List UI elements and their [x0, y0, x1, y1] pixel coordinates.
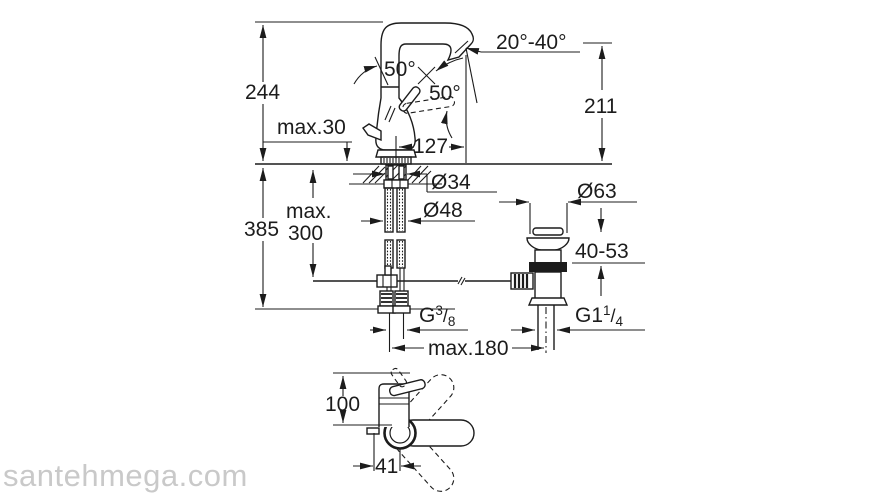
drain-gasket	[529, 262, 567, 272]
below-deck-label: 385	[244, 218, 279, 241]
lever-angle-label: 50°	[429, 82, 461, 105]
lever-top-view	[388, 379, 426, 397]
side-lever	[362, 123, 382, 142]
hose-length-label-1: max.	[286, 200, 332, 223]
hose-length-label-2: 300	[288, 222, 323, 245]
handle-angle-label: 50°	[384, 58, 416, 81]
angle-annotations: 50° 50° 20°-40°	[353, 31, 580, 139]
drain-dimensions: Ø63 40-53 G11/4	[499, 180, 645, 334]
watermark: santehmega.com	[3, 458, 248, 493]
clamping-range-label: 40-53	[575, 240, 629, 263]
hose-connectors	[377, 290, 411, 352]
top-view: 100 41	[325, 367, 475, 492]
hose-top-left	[387, 165, 394, 180]
hose-top-right	[398, 165, 405, 180]
mounting-hardware	[313, 164, 512, 352]
outlet-height-label: 211	[584, 95, 617, 118]
deck-hatching	[349, 165, 442, 185]
overall-height-label: 244	[245, 81, 280, 104]
spout-swivel-arc	[435, 57, 464, 72]
base-diameter-label: Ø48	[423, 199, 463, 222]
spout-tilt-label: 20°-40°	[496, 31, 567, 54]
lever-angle-arc	[440, 110, 453, 139]
front-dimensions: 244 max.30 385 max. 300 211 127 Ø34 Ø48	[244, 25, 617, 360]
lever-tip-dashed	[390, 367, 408, 388]
drain-plug-cap	[532, 227, 564, 236]
drain-flange	[526, 237, 570, 251]
lever-open-position-dashed	[402, 96, 456, 114]
lever-raised-position	[398, 86, 421, 112]
hose-thread-label: G3/8	[419, 303, 455, 329]
reference-lines	[255, 21, 612, 310]
flange-diameter-label: Ø63	[577, 180, 617, 203]
handle-swivel-arc	[353, 65, 378, 85]
base-seal-ticks	[383, 158, 409, 163]
drain-distance-label: max.180	[428, 337, 509, 360]
spout-offset-label: 41	[375, 455, 398, 478]
spout-projection-label: 127	[413, 135, 448, 158]
drain-thread-label: G11/4	[575, 303, 624, 329]
drain-assembly: Ø63 40-53 G11/4	[499, 180, 645, 353]
locknut	[383, 179, 409, 189]
front-stud	[366, 427, 380, 435]
deck-thickness-label: max.30	[277, 116, 346, 139]
body-depth-label: 100	[325, 393, 360, 416]
shank-diameter-label: Ø34	[431, 171, 471, 194]
aerator-face-line	[454, 40, 469, 54]
pop-up-rod	[313, 265, 512, 288]
